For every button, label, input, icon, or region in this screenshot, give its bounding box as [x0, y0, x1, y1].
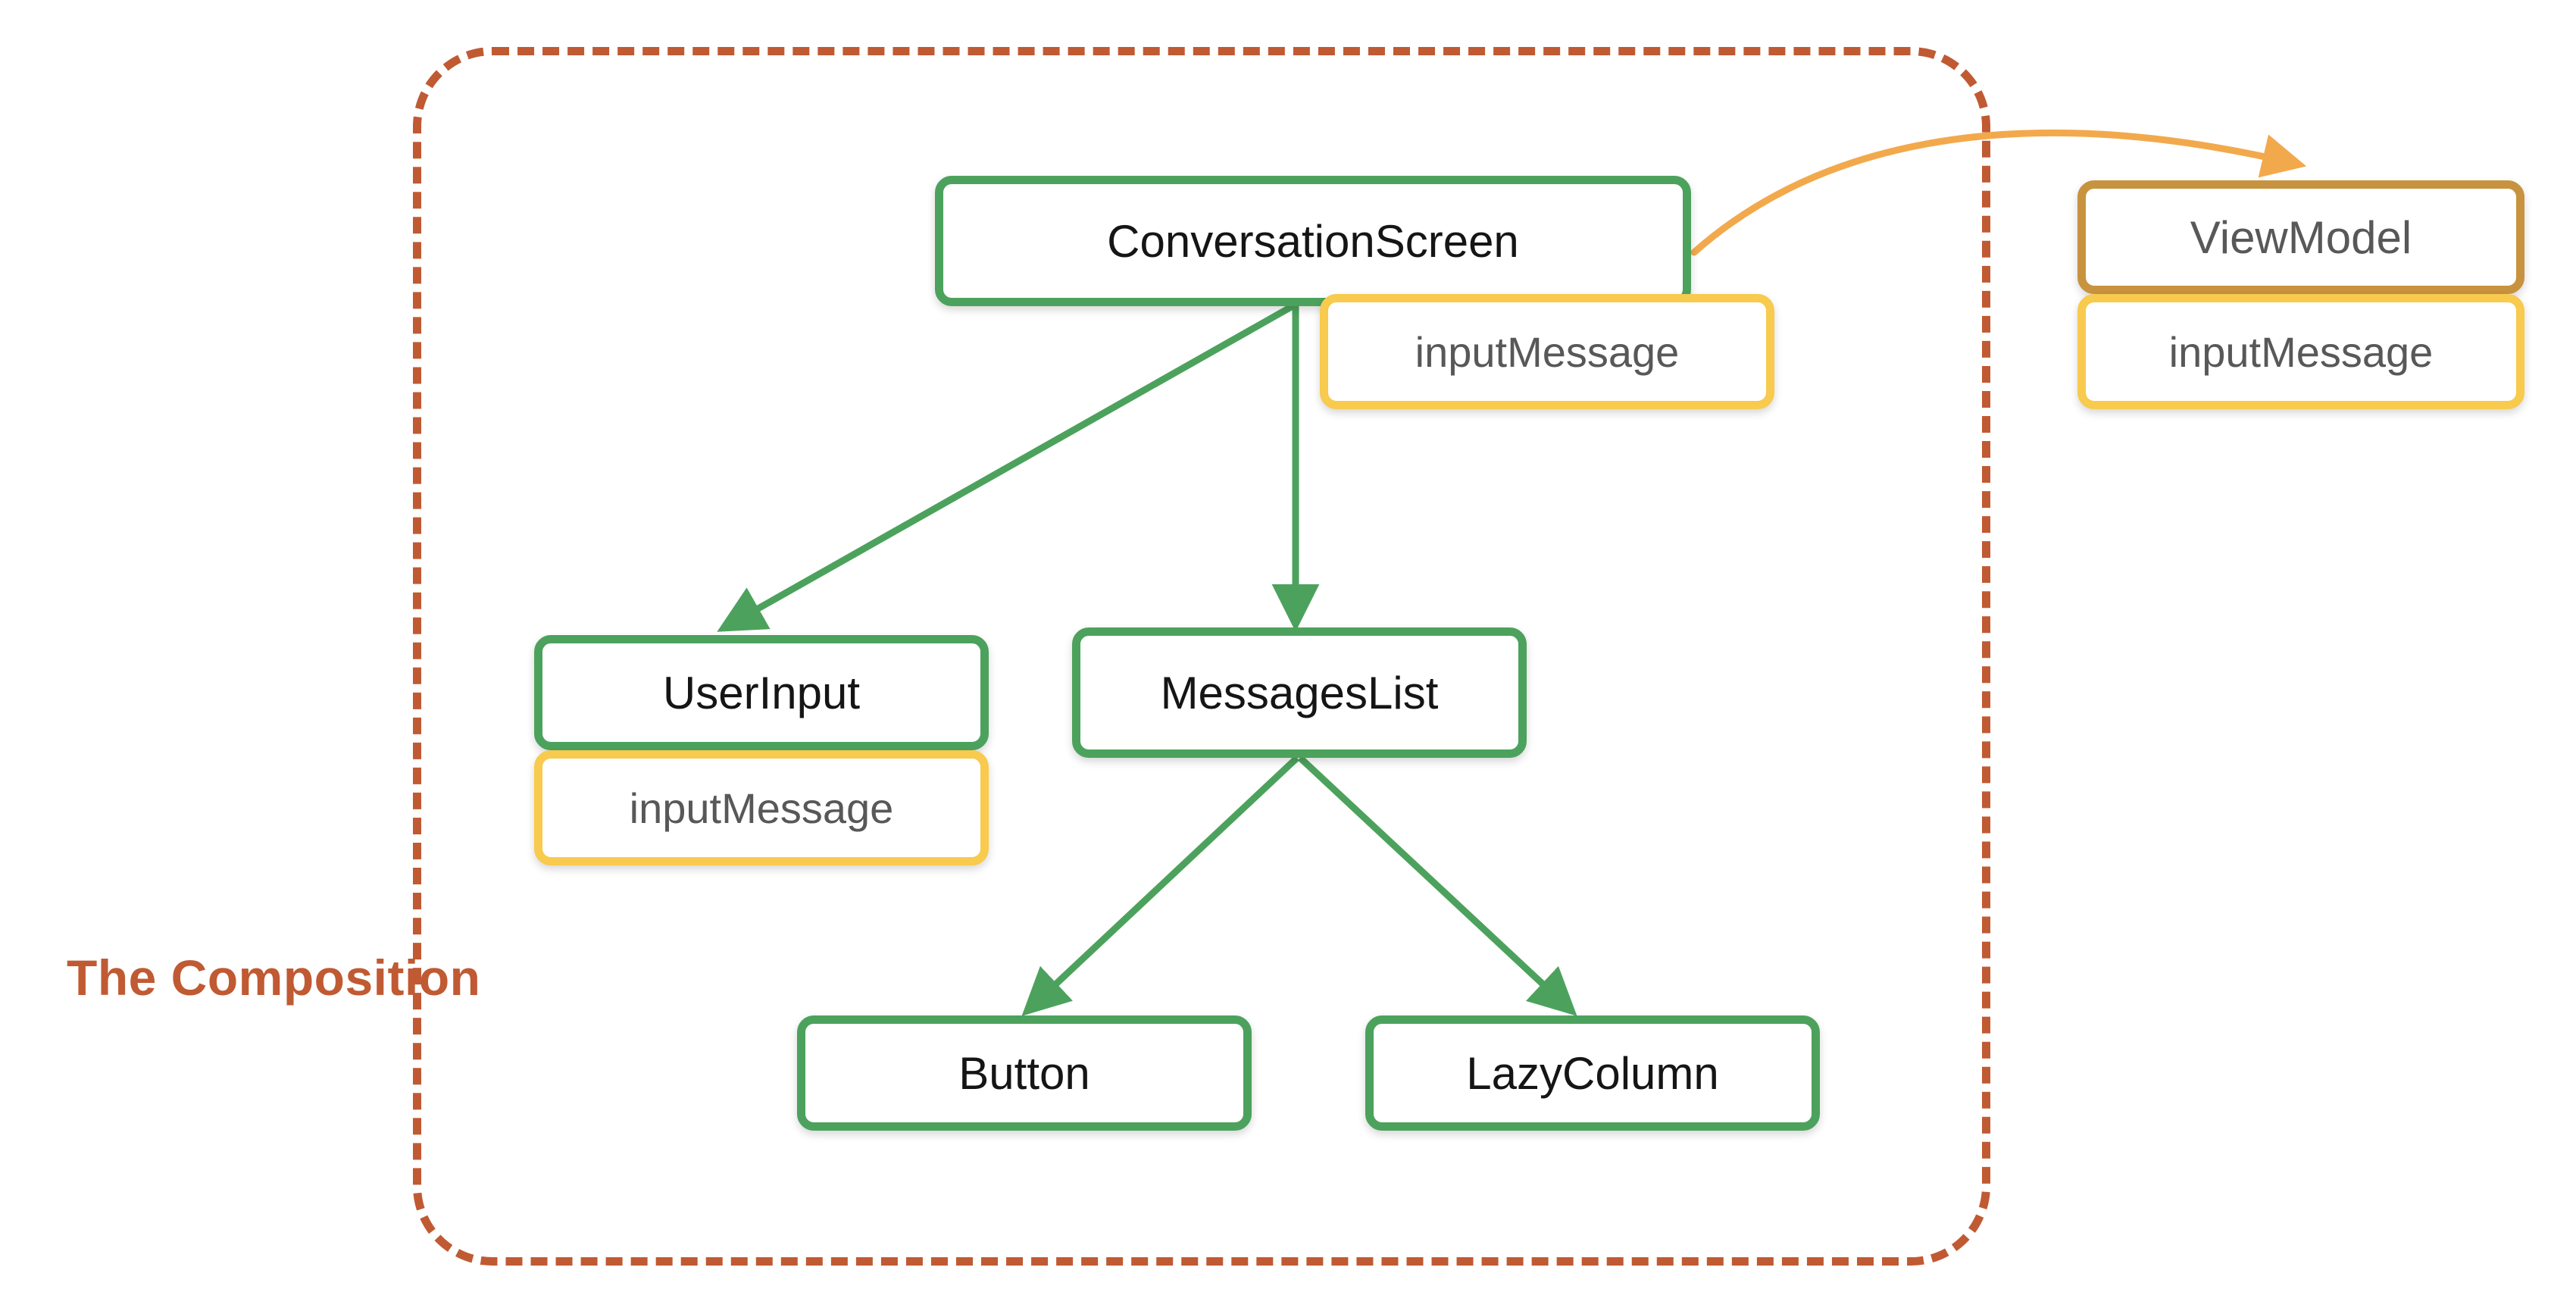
node-lazycolumn-label: LazyColumn	[1466, 1047, 1719, 1099]
node-inputmessage-userinput-label: inputMessage	[629, 784, 894, 832]
composition-boundary	[413, 47, 1990, 1266]
node-inputmessage-viewmodel[interactable]: inputMessage	[2077, 294, 2524, 409]
node-inputmessage-userinput[interactable]: inputMessage	[534, 750, 989, 865]
node-messageslist[interactable]: MessagesList	[1072, 627, 1527, 758]
node-viewmodel-label: ViewModel	[2190, 211, 2412, 263]
node-button-label: Button	[958, 1047, 1090, 1099]
node-inputmessage-conversationscreen-label: inputMessage	[1415, 327, 1680, 376]
composition-boundary-label: The Composition	[67, 950, 481, 1006]
node-button[interactable]: Button	[797, 1015, 1252, 1131]
node-inputmessage-conversationscreen[interactable]: inputMessage	[1320, 294, 1774, 409]
node-inputmessage-viewmodel-label: inputMessage	[2168, 327, 2434, 376]
node-conversationscreen-label: ConversationScreen	[1107, 215, 1519, 267]
node-conversationscreen[interactable]: ConversationScreen	[935, 176, 1691, 306]
node-userinput-label: UserInput	[662, 667, 861, 718]
node-messageslist-label: MessagesList	[1160, 667, 1439, 718]
node-userinput[interactable]: UserInput	[534, 635, 989, 750]
node-lazycolumn[interactable]: LazyColumn	[1365, 1015, 1820, 1131]
node-viewmodel[interactable]: ViewModel	[2077, 180, 2524, 294]
